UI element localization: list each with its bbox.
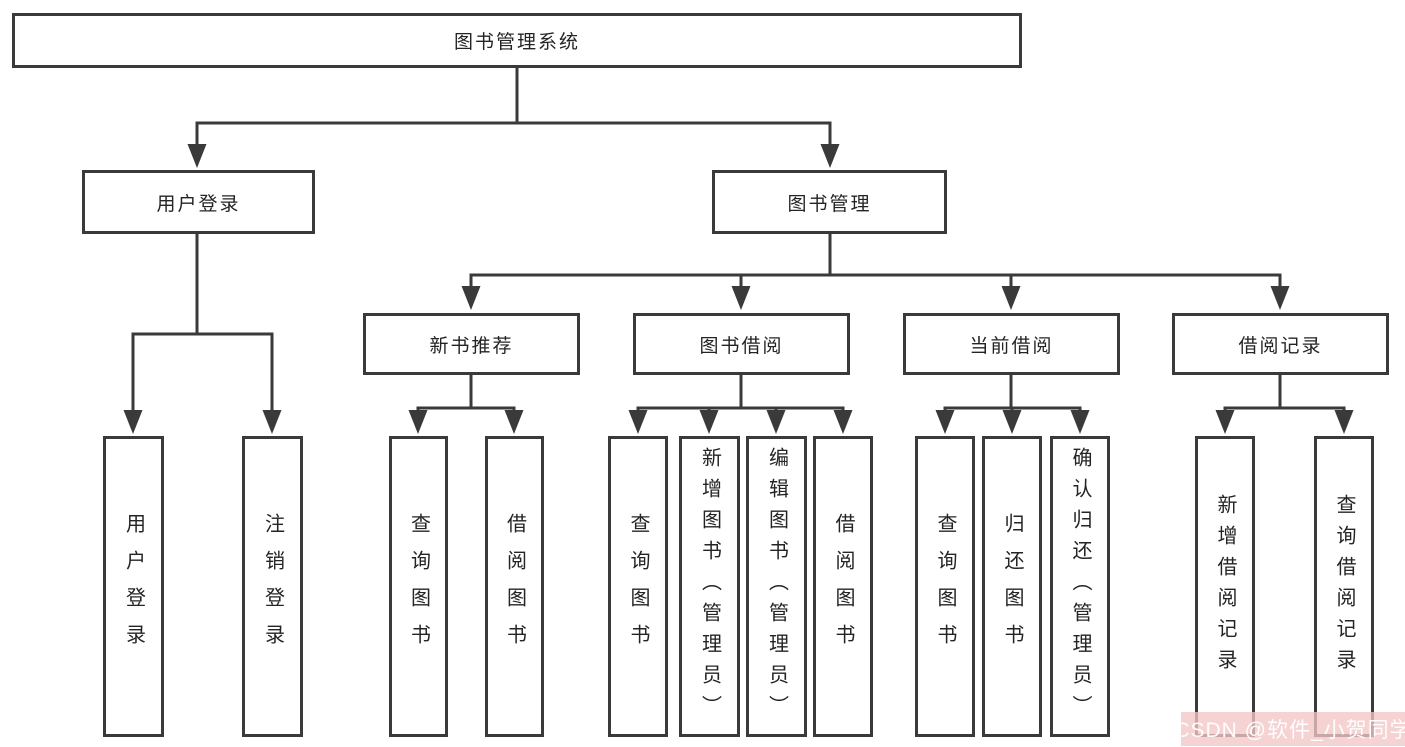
node-label: 借阅记录 xyxy=(1238,335,1323,357)
node-label: 图书管理系统 xyxy=(453,32,580,53)
leaf-query-books-borrow: 查询图书 xyxy=(608,436,668,737)
leaf-query-books-recommend: 查询图书 xyxy=(389,436,448,737)
leaf-edit-book-admin: 编辑图书（管理员） xyxy=(746,436,807,737)
leaf-confirm-return-admin: 确认归还（管理员） xyxy=(1050,436,1110,737)
node-label: 查询图书 xyxy=(934,512,956,661)
connector-book-borrow-children xyxy=(628,375,853,434)
node-label: 查询图书 xyxy=(407,512,430,661)
leaf-logout: 注销登录 xyxy=(242,436,303,737)
connector-root-to-level2 xyxy=(187,68,840,168)
node-label: 注销登录 xyxy=(261,512,284,661)
node-label: 借阅图书 xyxy=(503,512,526,661)
leaf-borrow-books-borrow: 借阅图书 xyxy=(813,436,873,737)
node-label: 查询借阅记录 xyxy=(1333,493,1355,680)
node-user-login: 用户登录 xyxy=(82,170,315,234)
node-label: 编辑图书（管理员） xyxy=(765,447,788,726)
node-label: 用户登录 xyxy=(156,193,241,215)
node-label: 用户登录 xyxy=(122,512,145,661)
node-label: 确认归还（管理员） xyxy=(1069,447,1091,726)
node-book-management: 图书管理 xyxy=(712,170,947,234)
leaf-borrow-books-recommend: 借阅图书 xyxy=(485,436,544,737)
node-label: 新增借阅记录 xyxy=(1214,493,1236,680)
node-label: 图书管理 xyxy=(787,193,872,215)
connector-new-book-recommend-children xyxy=(408,375,524,434)
leaf-user-login: 用户登录 xyxy=(103,436,164,737)
node-label: 借阅图书 xyxy=(832,512,854,661)
leaf-add-borrow-record: 新增借阅记录 xyxy=(1195,436,1255,737)
connector-user-login-children xyxy=(123,234,282,434)
node-label: 新增图书（管理员） xyxy=(698,447,721,726)
connector-book-management-children xyxy=(461,234,1290,310)
node-book-borrow: 图书借阅 xyxy=(633,313,850,375)
leaf-add-book-admin: 新增图书（管理员） xyxy=(679,436,740,737)
node-current-borrow: 当前借阅 xyxy=(903,313,1120,375)
node-label: 查询图书 xyxy=(627,512,649,661)
connector-borrow-records-children xyxy=(1215,375,1354,434)
watermark: CSDN @软件_小贺同学 xyxy=(1174,712,1405,746)
leaf-return-books: 归还图书 xyxy=(982,436,1042,737)
node-borrow-records: 借阅记录 xyxy=(1172,313,1389,375)
leaf-query-borrow-record: 查询借阅记录 xyxy=(1314,436,1374,737)
node-label: 当前借阅 xyxy=(969,335,1054,357)
connector-current-borrow-children xyxy=(935,375,1090,434)
node-new-book-recommend: 新书推荐 xyxy=(363,313,580,375)
node-label: 图书借阅 xyxy=(699,335,784,357)
node-label: 新书推荐 xyxy=(429,335,514,357)
node-root: 图书管理系统 xyxy=(12,13,1022,68)
node-label: 归还图书 xyxy=(1001,512,1023,661)
leaf-query-books-current: 查询图书 xyxy=(915,436,975,737)
